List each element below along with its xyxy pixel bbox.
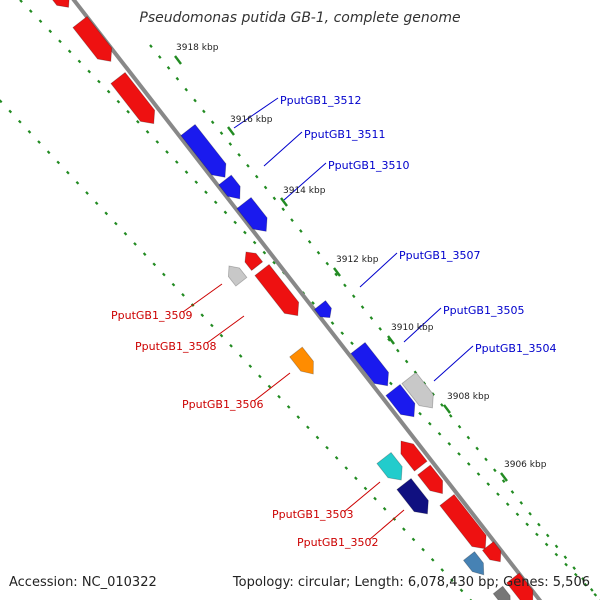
scale-label-3914: 3914 kbp	[283, 186, 326, 196]
gene-red-1	[52, 0, 70, 8]
gene-red-3	[110, 71, 156, 125]
gene-red-3503b	[417, 464, 444, 495]
gene-blue-3511	[218, 174, 241, 200]
gene-grey-3	[401, 371, 434, 409]
gene-navy-3502	[396, 477, 429, 515]
gene-red-3502	[439, 493, 487, 550]
gene-blue-3512	[180, 123, 227, 178]
gene-blue-3504	[385, 383, 416, 418]
scale-tick-2	[280, 197, 288, 207]
leader-reverse-3	[343, 481, 381, 513]
gene-label-3502[interactable]: PputGB1_3502	[297, 536, 378, 549]
gene-red-2	[72, 15, 113, 62]
scale-label-3910: 3910 kbp	[391, 323, 434, 333]
scale-label-3906: 3906 kbp	[504, 460, 547, 470]
scale-dotted-line-0	[19, 0, 600, 602]
gene-blue-3505	[350, 341, 389, 387]
scale-label-3918: 3918 kbp	[176, 43, 219, 53]
leader-forward-0	[233, 97, 279, 129]
leader-forward-1	[263, 131, 303, 167]
gene-label-3510[interactable]: PputGB1_3510	[328, 159, 409, 172]
gene-label-3503[interactable]: PputGB1_3503	[272, 508, 353, 521]
leader-reverse-4	[368, 509, 405, 541]
gene-label-3507[interactable]: PputGB1_3507	[399, 249, 480, 262]
gene-label-3509[interactable]: PputGB1_3509	[111, 309, 192, 322]
genome-summary-text: Topology: circular; Length: 6,078,430 bp…	[232, 575, 590, 590]
gene-steel-1	[462, 551, 485, 576]
leader-forward-5	[433, 345, 474, 382]
gene-labels: PputGB1_3512 PputGB1_3511 PputGB1_3510 P…	[111, 94, 556, 549]
map-title: Pseudomonas putida GB-1, complete genome	[139, 10, 461, 26]
gene-grey-1	[228, 265, 248, 287]
gene-label-3508[interactable]: PputGB1_3508	[135, 340, 216, 353]
leader-forward-4	[403, 307, 442, 343]
gene-features	[52, 0, 534, 605]
scale-label-3912: 3912 kbp	[336, 255, 379, 265]
backbone-line	[71, 0, 546, 605]
scale-tick-0	[174, 55, 182, 65]
gene-label-3512[interactable]: PputGB1_3512	[280, 94, 361, 107]
gene-red-3508	[254, 263, 300, 317]
gene-orange-3506	[289, 346, 314, 375]
label-leaders	[182, 97, 474, 541]
scale-tick-3	[333, 267, 341, 277]
gene-label-3506[interactable]: PputGB1_3506	[182, 398, 263, 411]
gene-label-3511[interactable]: PputGB1_3511	[304, 128, 385, 141]
scale-label-3916: 3916 kbp	[230, 115, 273, 125]
gene-blue-3507	[313, 300, 332, 319]
leader-reverse-1	[206, 315, 245, 344]
leader-reverse-0	[182, 283, 223, 313]
scale-labels: 3918 kbp 3916 kbp 3914 kbp 3912 kbp 3910…	[176, 43, 547, 470]
genome-backbone	[71, 0, 546, 605]
gene-blue-3510	[236, 196, 268, 232]
leader-reverse-2	[253, 372, 291, 402]
gene-red-3509	[244, 251, 264, 272]
gene-red-3503	[400, 440, 428, 472]
gene-cyan-3503	[376, 451, 403, 481]
gene-red-3501	[481, 541, 502, 563]
scale-tick-1	[227, 126, 235, 136]
scale-tick-4	[387, 335, 395, 345]
scale-tick-5	[443, 404, 451, 414]
accession-text: Accession: NC_010322	[9, 575, 157, 590]
leader-forward-3	[359, 252, 398, 288]
gene-label-3505[interactable]: PputGB1_3505	[443, 304, 524, 317]
scale-tick-6	[500, 472, 508, 482]
leader-forward-2	[283, 162, 327, 201]
gene-label-3504[interactable]: PputGB1_3504	[475, 342, 556, 355]
scale-label-3908: 3908 kbp	[447, 392, 490, 402]
